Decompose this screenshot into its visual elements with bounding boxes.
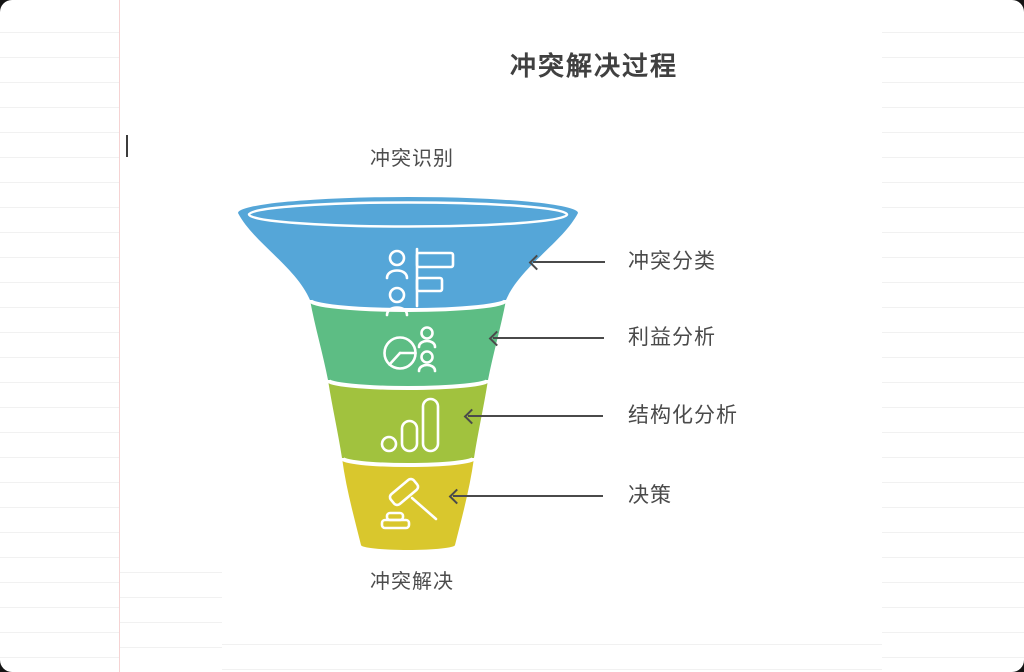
- funnel-stage-1[interactable]: [238, 197, 578, 310]
- spreadsheet-rows-right: [882, 8, 1024, 672]
- page-title: 冲突解决过程: [509, 51, 678, 81]
- gavel-icon: [380, 477, 438, 530]
- margin-line: [119, 0, 120, 672]
- stage-label-3: 结构化分析: [628, 404, 738, 427]
- callout-arrow-4: [453, 495, 603, 497]
- funnel-stage-2[interactable]: [310, 300, 506, 388]
- funnel-stage-4[interactable]: [342, 458, 474, 550]
- separator-3: [340, 457, 476, 467]
- separator-1: [308, 299, 508, 312]
- pie-chart-people-icon: [383, 326, 437, 373]
- callout-arrow-1: [533, 261, 605, 263]
- funnel-top-label: 冲突识别: [370, 148, 454, 170]
- funnel-rim-highlight: [247, 201, 569, 228]
- stage-label-2: 利益分析: [628, 326, 716, 349]
- spreadsheet-rows-left: [0, 8, 120, 672]
- text-cursor: [126, 135, 128, 157]
- stage-label-4: 决策: [628, 484, 672, 507]
- stage-label-1: 冲突分类: [628, 250, 716, 273]
- people-poll-icon: [385, 247, 455, 317]
- funnel-stage-3[interactable]: [328, 380, 488, 465]
- callout-arrow-2: [493, 337, 604, 339]
- funnel-diagram: [238, 197, 578, 550]
- separator-2: [326, 379, 490, 390]
- funnel-bottom-label: 冲突解决: [370, 571, 454, 593]
- bar-chart-icon: [380, 397, 440, 453]
- callout-arrow-3: [468, 415, 603, 417]
